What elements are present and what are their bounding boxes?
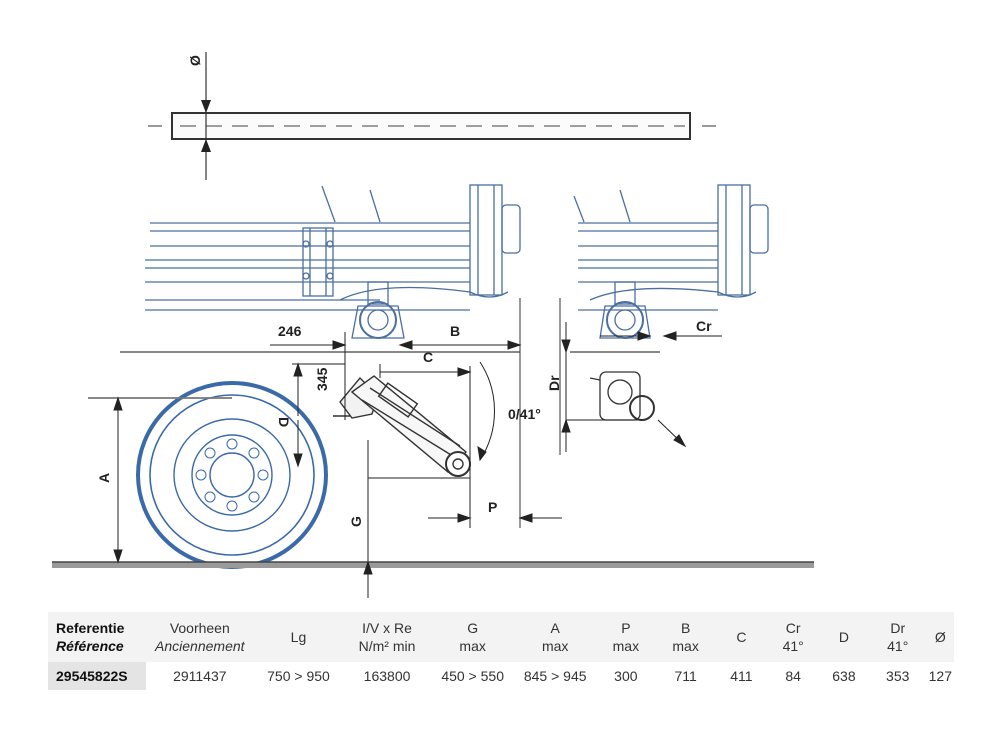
dimension-c-label: C bbox=[423, 349, 433, 365]
dimension-cr-label: Cr bbox=[696, 318, 712, 334]
chassis-left bbox=[145, 184, 521, 339]
header-line2: 41° bbox=[782, 638, 804, 654]
cell-reference: 29545822S bbox=[48, 662, 146, 690]
header-line1: D bbox=[838, 629, 849, 645]
header-line2: max bbox=[459, 638, 486, 654]
header-b: B max bbox=[655, 612, 716, 662]
cell-dr: 353 bbox=[868, 662, 927, 690]
dimension-a-label: A bbox=[96, 473, 112, 483]
header-line1: C bbox=[736, 629, 747, 645]
header-line2: max bbox=[672, 638, 699, 654]
header-line2: max bbox=[612, 638, 640, 654]
cell-a: 845 > 945 bbox=[514, 662, 596, 690]
header-dr: Dr 41° bbox=[868, 612, 927, 662]
header-line2: 41° bbox=[887, 638, 909, 654]
header-line2: Anciennement bbox=[155, 638, 245, 654]
cell-iv-re: 163800 bbox=[343, 662, 431, 690]
technical-drawing: Ø bbox=[52, 52, 814, 598]
header-line1: I/V x Re bbox=[362, 620, 412, 636]
header-line1: P bbox=[621, 620, 631, 636]
header-line2: max bbox=[541, 638, 569, 654]
chassis-right bbox=[573, 184, 769, 421]
cell-d: 638 bbox=[819, 662, 869, 690]
dimension-345-label: 345 bbox=[314, 367, 330, 391]
reference-lines bbox=[52, 298, 814, 568]
cell-c: 411 bbox=[715, 662, 768, 690]
cell-previous: 2911437 bbox=[145, 662, 254, 690]
header-line1: Ø bbox=[934, 629, 946, 645]
header-diameter: Ø bbox=[926, 612, 954, 662]
header-line2: Référence bbox=[56, 638, 124, 654]
dimension-246-label: 246 bbox=[278, 323, 302, 339]
header-line1: Lg bbox=[290, 629, 307, 645]
cell-p: 300 bbox=[595, 662, 656, 690]
header-line1: G bbox=[467, 620, 479, 636]
diameter-label: Ø bbox=[187, 55, 203, 66]
header-previous: Voorheen Anciennement bbox=[145, 612, 254, 662]
header-line1: Referentie bbox=[56, 620, 125, 636]
cell-g: 450 > 550 bbox=[430, 662, 515, 690]
cell-cr: 84 bbox=[767, 662, 820, 690]
header-line1: Voorheen bbox=[169, 620, 230, 636]
dimension-dr-label: Dr bbox=[546, 375, 562, 391]
table-header-row: Referentie Référence Voorheen Ancienneme… bbox=[48, 612, 954, 662]
cell-lg: 750 > 950 bbox=[253, 662, 344, 690]
header-reference: Referentie Référence bbox=[48, 612, 146, 662]
cell-b: 711 bbox=[655, 662, 716, 690]
tube-profile bbox=[148, 52, 716, 180]
header-g: G max bbox=[430, 612, 515, 662]
dimension-d-label: D bbox=[276, 417, 292, 427]
header-line1: A bbox=[550, 620, 560, 636]
header-a: A max bbox=[514, 612, 596, 662]
header-line1: Cr bbox=[785, 620, 801, 636]
header-c: C bbox=[715, 612, 768, 662]
header-line2: N/m² min bbox=[358, 638, 416, 654]
dimension-g-label: G bbox=[348, 516, 364, 527]
header-iv-re: I/V x Re N/m² min bbox=[343, 612, 431, 662]
specification-table: Referentie Référence Voorheen Ancienneme… bbox=[48, 612, 954, 690]
dimension-p-label: P bbox=[488, 499, 497, 515]
header-p: P max bbox=[595, 612, 656, 662]
dimension-lines bbox=[113, 322, 722, 598]
tow-bar-arm bbox=[333, 375, 471, 477]
header-line1: B bbox=[680, 620, 691, 636]
header-lg: Lg bbox=[253, 612, 344, 662]
cell-diameter: 127 bbox=[926, 662, 954, 690]
header-d: D bbox=[819, 612, 869, 662]
table-row: 29545822S 2911437 750 > 950 163800 450 >… bbox=[48, 662, 954, 690]
header-cr: Cr 41° bbox=[767, 612, 820, 662]
angle-label: 0/41° bbox=[508, 406, 541, 422]
dimension-b-label: B bbox=[450, 323, 460, 339]
header-line1: Dr bbox=[890, 620, 906, 636]
